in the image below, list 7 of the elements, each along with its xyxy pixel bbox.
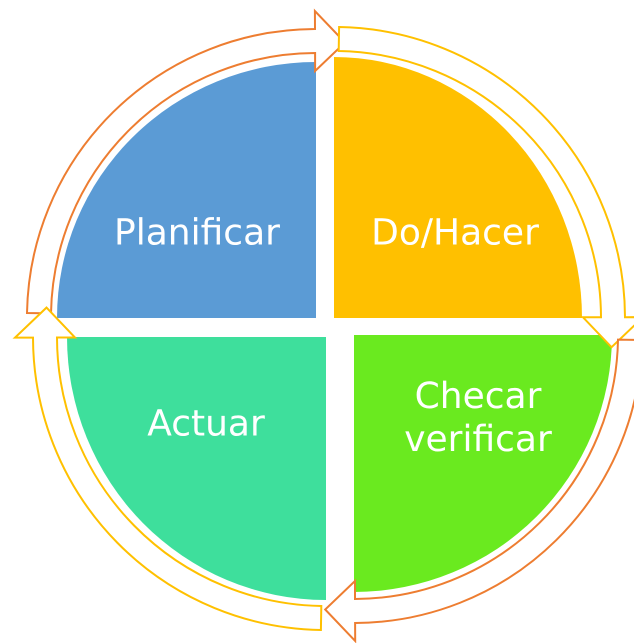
curved-arrow bbox=[14, 306, 322, 631]
stage-label: Planificar bbox=[113, 211, 281, 255]
curved-arrow bbox=[324, 338, 634, 642]
stage-label: Do/Hacer bbox=[370, 211, 540, 255]
stage-label: Checar verificar bbox=[403, 374, 553, 462]
curved-arrow bbox=[338, 26, 634, 348]
stage-label: Actuar bbox=[146, 402, 266, 446]
